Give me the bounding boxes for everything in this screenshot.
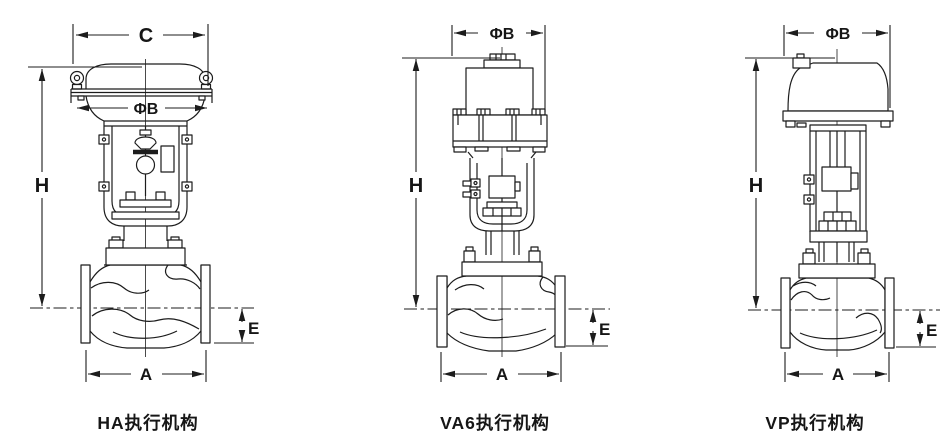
va6-dim-label-phib: ΦB	[490, 26, 515, 43]
vp-stem-connector	[821, 166, 852, 192]
vp-left-flange	[780, 277, 791, 349]
ha-travel-indicator	[160, 145, 175, 173]
va6-dim-label-a: A	[496, 365, 508, 384]
vp-dim-label-h: H	[749, 175, 763, 197]
ha-eyebolt-right	[198, 70, 214, 86]
ha-yoke	[98, 126, 193, 227]
vp-bonnet	[798, 242, 876, 279]
ha-bonnet	[105, 226, 186, 266]
ha-dim-label-h: H	[35, 175, 49, 197]
ha-eyebolt-left	[69, 70, 85, 86]
ha-dim-label-a: A	[140, 365, 152, 384]
va6-dimensions: ΦB H E A	[402, 25, 610, 384]
va6-stem-connector	[488, 175, 516, 199]
valve-vp: ΦB H E A VP执行机构	[745, 25, 940, 433]
vp-junction-box	[792, 57, 811, 69]
ha-diaphragm-actuator	[69, 63, 214, 127]
valve-va6: ΦB H E A VA6执行机构	[402, 25, 610, 433]
vp-dim-label-phib: ΦB	[826, 26, 851, 43]
vp-motor-dome	[787, 62, 889, 112]
vp-dim-label-e: E	[926, 321, 937, 340]
ha-right-flange	[200, 264, 211, 344]
ha-caption: HA执行机构	[97, 413, 198, 433]
ha-left-flange	[80, 264, 91, 344]
va6-dim-label-e: E	[599, 320, 610, 339]
ha-dim-label-e: E	[248, 319, 259, 338]
ha-centerlines	[30, 59, 254, 357]
vp-yoke	[803, 131, 868, 262]
va6-bonnet	[461, 231, 543, 277]
va6-right-flange	[554, 275, 566, 348]
vp-dim-label-a: A	[832, 365, 844, 384]
ha-dimensions: C ΦB H E A	[28, 24, 259, 384]
vp-caption: VP执行机构	[765, 413, 864, 433]
va6-left-flange	[436, 275, 448, 348]
va6-mount-flange	[452, 114, 548, 148]
ha-dim-label-c: C	[139, 25, 153, 47]
ha-valve-body	[80, 264, 211, 349]
valve-ha: C ΦB H E A HA执行机构	[28, 24, 259, 433]
va6-caption: VA6执行机构	[440, 413, 550, 433]
vp-dome-actuator	[782, 53, 894, 132]
ha-dim-label-phib: ΦB	[134, 101, 159, 118]
va6-dim-label-h: H	[409, 175, 423, 197]
vp-valve-body	[780, 277, 895, 351]
va6-yoke	[462, 151, 537, 232]
va6-electric-actuator	[452, 53, 548, 153]
vp-right-flange	[884, 277, 895, 349]
vp-dimensions: ΦB H E A	[745, 25, 937, 384]
va6-valve-body	[436, 275, 566, 352]
va6-motor-housing	[465, 67, 534, 116]
